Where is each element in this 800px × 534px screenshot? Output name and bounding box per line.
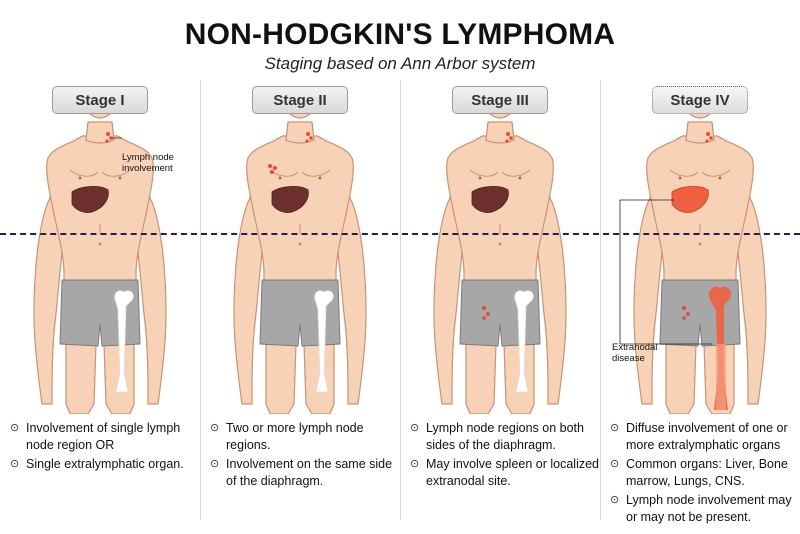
- stage-2-column: Stage II ⊙Two or more lymph node regions…: [200, 80, 400, 534]
- stage-label: Stage II: [252, 86, 348, 114]
- note-item: ⊙Diffuse involvement of one or more extr…: [610, 420, 800, 454]
- note-item: ⊙Two or more lymph node regions.: [210, 420, 400, 454]
- extranodal-callout: Extranodal disease: [612, 342, 657, 364]
- stage-4-column: Stage IV Extranodal disease ⊙Diffuse inv…: [600, 80, 800, 534]
- note-item: ⊙Involvement of single lymph node region…: [10, 420, 200, 454]
- stage-1-column: Stage I Lymph node involvement ⊙Involvem…: [0, 80, 200, 534]
- note-item: ⊙Involvement on the same side of the dia…: [210, 456, 400, 490]
- stage-label: Stage III: [452, 86, 548, 114]
- note-item: ⊙May involve spleen or localized extrano…: [410, 456, 600, 490]
- human-figure: [400, 114, 600, 414]
- stage-notes: ⊙Diffuse involvement of one or more extr…: [610, 420, 800, 528]
- human-figure: [600, 114, 800, 414]
- note-item: ⊙Single extralymphatic organ.: [10, 456, 200, 473]
- stage-label: Stage I: [52, 86, 148, 114]
- page-title: NON-HODGKIN'S LYMPHOMA: [0, 18, 800, 52]
- note-item: ⊙Common organs: Liver, Bone marrow, Lung…: [610, 456, 800, 490]
- stage-label: Stage IV: [652, 86, 748, 114]
- human-figure: [200, 114, 400, 414]
- lymph-node-callout: Lymph node involvement: [122, 152, 174, 174]
- page-subtitle: Staging based on Ann Arbor system: [0, 54, 800, 74]
- stage-notes: ⊙Two or more lymph node regions. ⊙Involv…: [210, 420, 400, 492]
- note-item: ⊙Lymph node involvement may or may not b…: [610, 492, 800, 526]
- diaphragm-line: [0, 233, 800, 235]
- note-item: ⊙Lymph node regions on both sides of the…: [410, 420, 600, 454]
- stage-notes: ⊙Lymph node regions on both sides of the…: [410, 420, 600, 492]
- stage-3-column: Stage III ⊙Lymph node regions on both si…: [400, 80, 600, 534]
- stage-notes: ⊙Involvement of single lymph node region…: [10, 420, 200, 475]
